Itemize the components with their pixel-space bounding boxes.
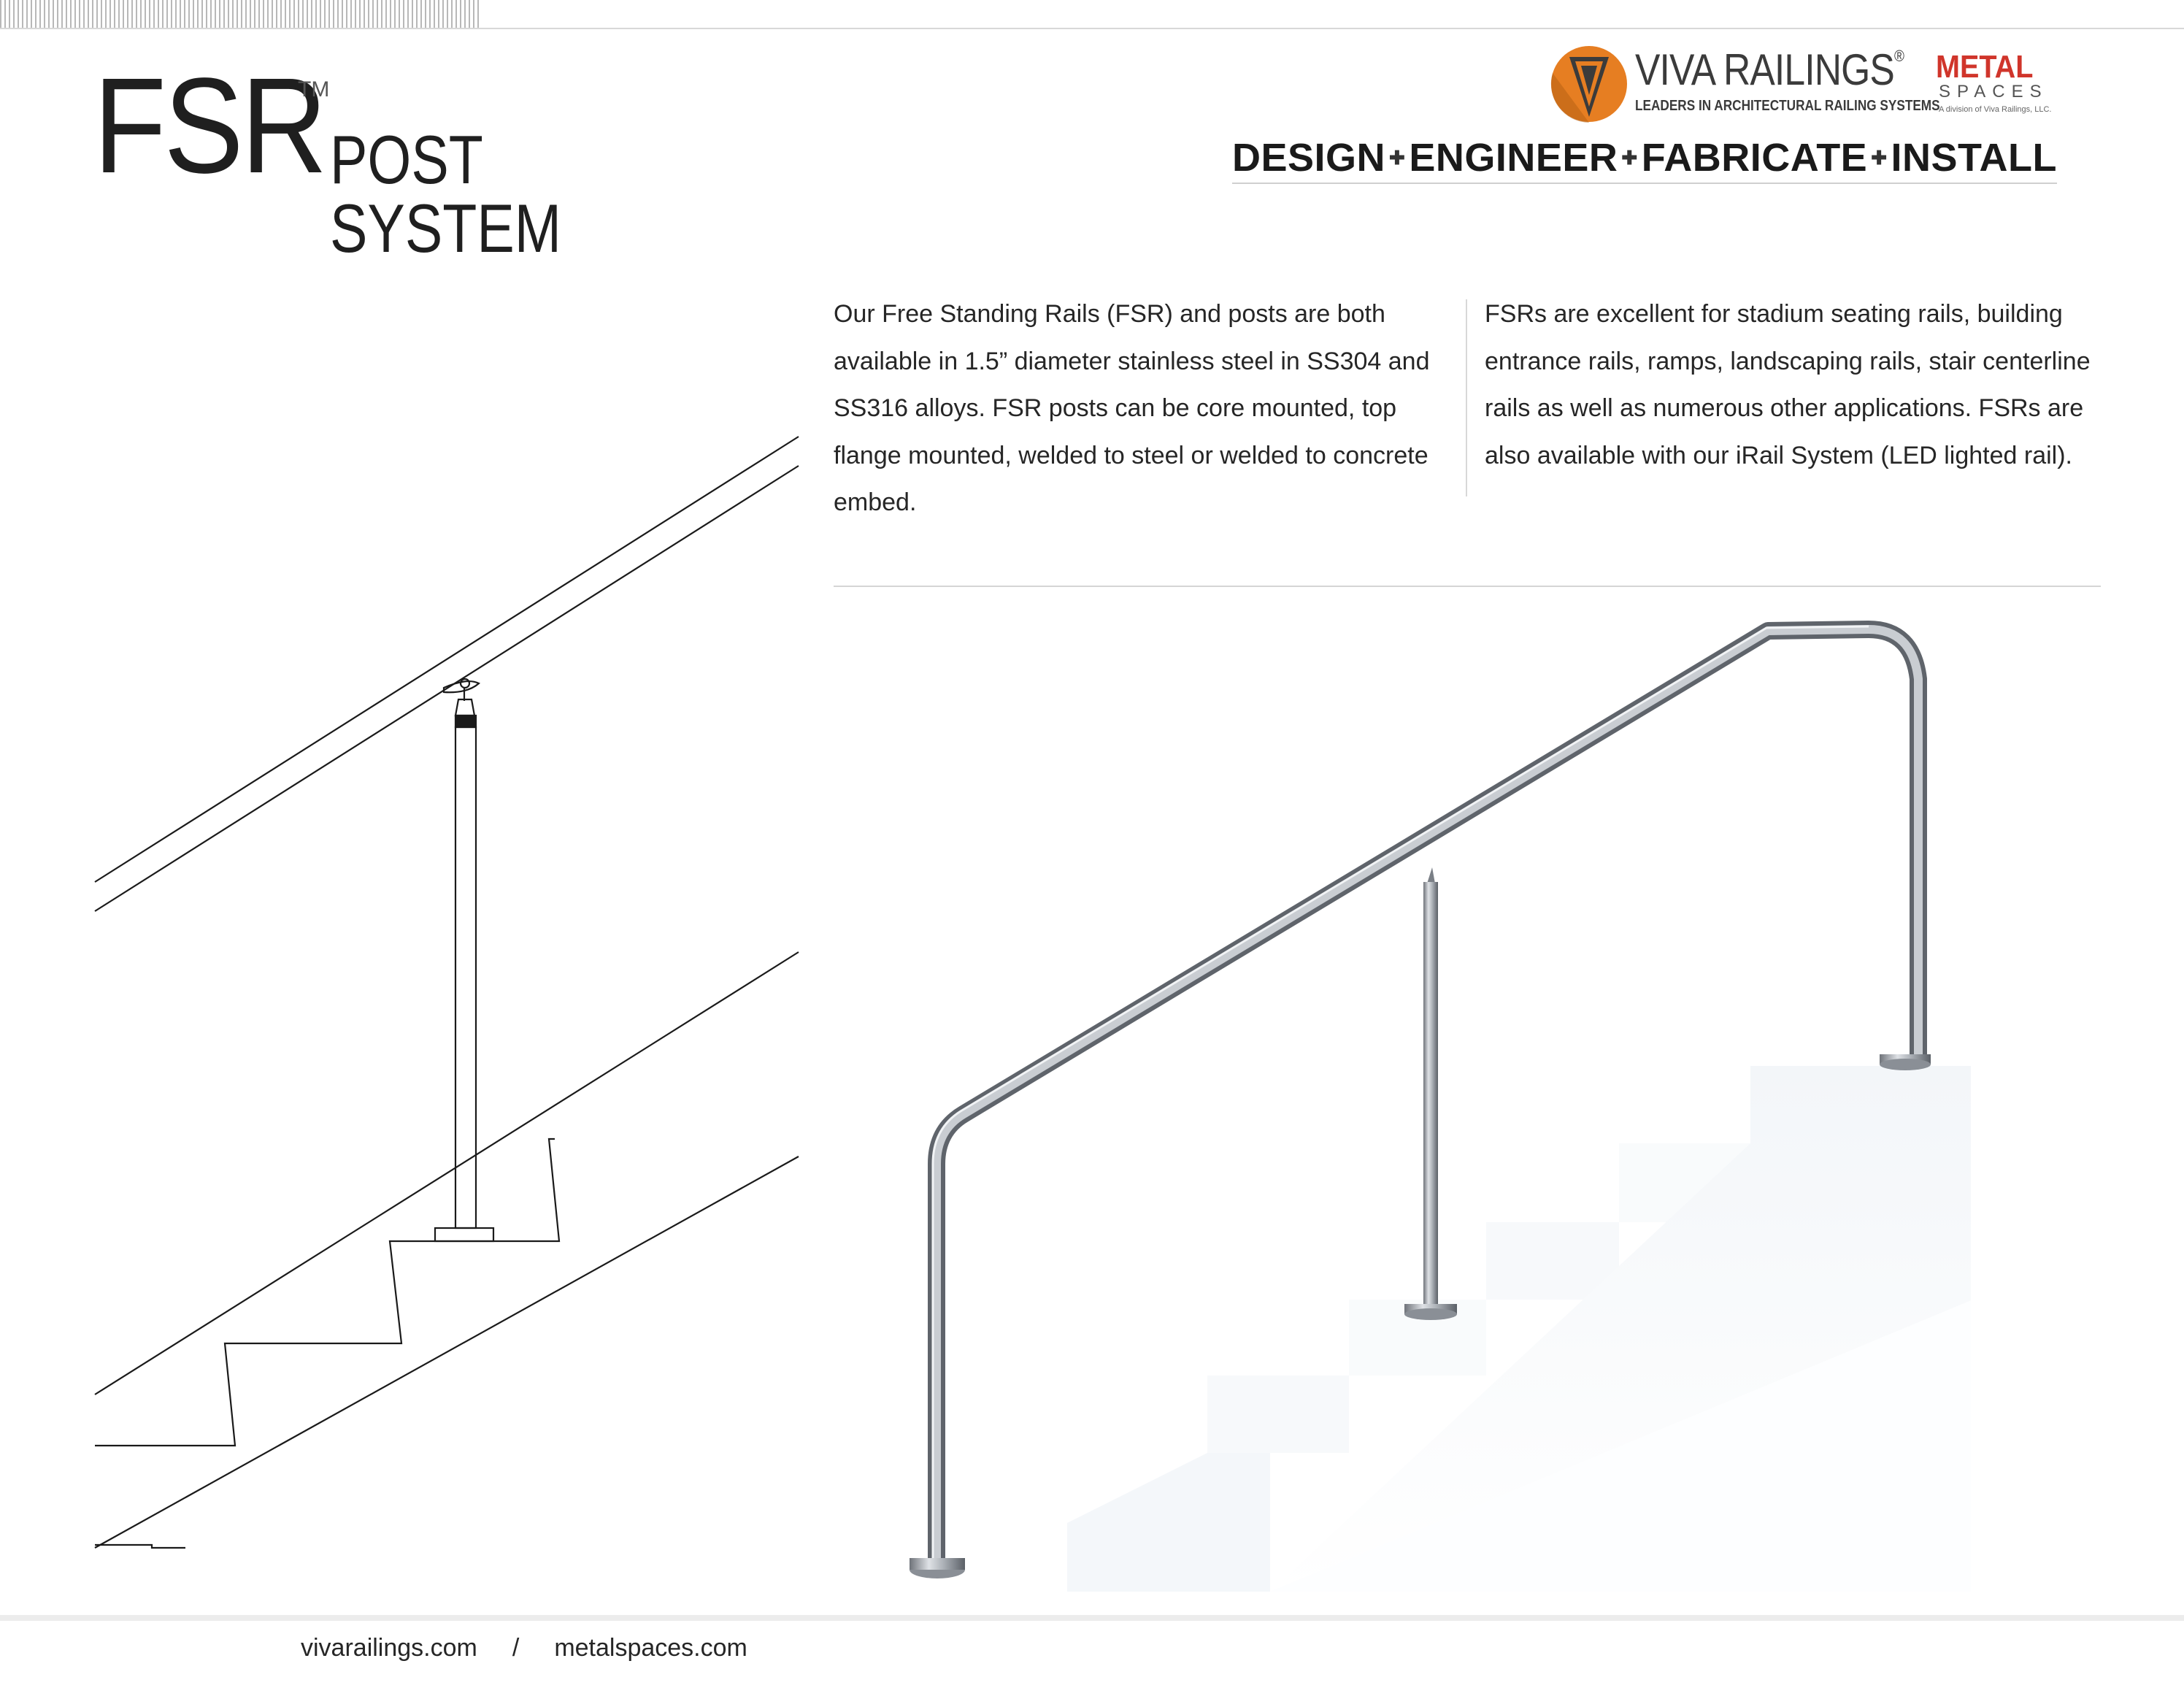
section-rule <box>834 586 2101 587</box>
division-note: A division of Viva Railings, LLC. <box>1939 105 2052 114</box>
viva-railings-logo: VIVA RAILINGS® LEADERS IN ARCHITECTURAL … <box>1549 44 2060 124</box>
footer-link-vivarailings[interactable]: vivarailings.com <box>301 1634 477 1662</box>
column-divider <box>1466 299 1467 496</box>
header-stripe-pattern <box>0 0 479 28</box>
fsr-line-drawing <box>94 436 799 1549</box>
stainless-rail <box>910 621 1931 1578</box>
metal-spaces-subtitle: SPACES <box>1939 82 2048 101</box>
tagline-engineer: ENGINEER <box>1409 136 1618 180</box>
header-rule <box>0 28 2184 29</box>
tagline-install: INSTALL <box>1891 136 2057 180</box>
description-left: Our Free Standing Rails (FSR) and posts … <box>834 300 1430 516</box>
tagline-rule <box>1232 183 2057 184</box>
footer-divider: / <box>512 1634 520 1662</box>
stair-steps <box>1067 1066 1971 1592</box>
page-title: FSR <box>93 50 327 202</box>
description-right: FSRs are excellent for stadium seating r… <box>1485 300 2091 469</box>
title-block: FSR TM POST SYSTEM <box>93 50 750 263</box>
footer: vivarailings.com / metalspaces.com <box>301 1634 747 1662</box>
metal-spaces-wordmark: METAL <box>1936 49 2034 85</box>
fsr-stair-illustration <box>910 621 1971 1592</box>
footer-band <box>0 1615 2184 1621</box>
footer-link-metalspaces[interactable]: metalspaces.com <box>554 1634 747 1662</box>
logo-wordmark: VIVA RAILINGS® <box>1635 45 1904 94</box>
trademark-mark: TM <box>298 77 330 101</box>
page-subtitle: POST SYSTEM <box>330 121 561 266</box>
service-tagline: DESIGN ✚ ENGINEER ✚ FABRICATE ✚ INSTALL <box>1232 136 2057 180</box>
plus-icon: ✚ <box>1389 146 1406 169</box>
tagline-design: DESIGN <box>1232 136 1386 180</box>
tagline-fabricate: FABRICATE <box>1641 136 1868 180</box>
logo-tagline: LEADERS IN ARCHITECTURAL RAILING SYSTEMS <box>1635 98 1940 114</box>
plus-icon: ✚ <box>1621 146 1638 169</box>
plus-icon: ✚ <box>1871 146 1888 169</box>
viva-emblem-icon <box>1550 46 1627 123</box>
